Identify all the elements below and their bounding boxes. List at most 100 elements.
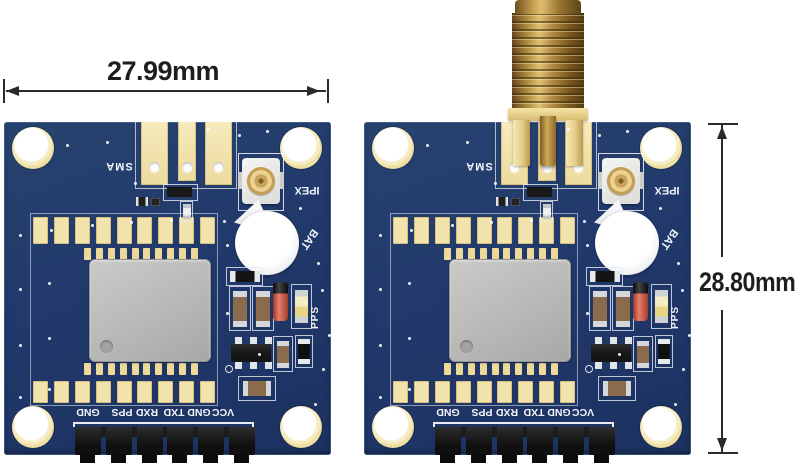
mounting-hole [12, 127, 54, 169]
gold-pad [137, 381, 153, 403]
pps-led [655, 290, 668, 323]
ipex-coax-ring [247, 167, 275, 195]
module-pad-row-bottom [33, 381, 215, 403]
chip-resistor [658, 339, 670, 364]
silkscreen-dot [674, 403, 677, 406]
castellation-pad [167, 363, 175, 375]
silkscreen-dot [91, 224, 94, 227]
silkscreen-dot [314, 403, 317, 406]
sma-solder-pad [205, 122, 232, 185]
silkscreen-dot [586, 244, 589, 247]
transistor-leg [595, 337, 602, 344]
header-connector-base [435, 427, 615, 437]
sma-pad-hole [509, 162, 520, 173]
castellation-pad [527, 248, 535, 260]
mounting-hole [280, 127, 322, 169]
silkscreen-dot [408, 282, 411, 285]
chip-capacitor [183, 204, 191, 219]
dimension-arrow [717, 438, 727, 451]
gold-pad [560, 381, 575, 403]
tantalum-capacitor [637, 341, 649, 368]
castellation-pad [155, 248, 163, 260]
castellation-pad [503, 363, 511, 375]
header-pin [527, 427, 554, 463]
transistor-leg [610, 337, 617, 344]
silkscreen-dot [494, 182, 497, 185]
castellation-pad [143, 363, 151, 375]
gold-pad [179, 381, 195, 403]
dimension-arrow [6, 86, 19, 96]
castellation-pad [107, 248, 115, 260]
antenna-ground-leg [513, 120, 530, 166]
castellation-pad [550, 248, 558, 260]
silkscreen-dot [328, 334, 331, 337]
castellation-pad [444, 363, 451, 375]
rf-shield-can [449, 259, 571, 362]
gold-pad [200, 217, 215, 244]
gold-pad [158, 217, 174, 244]
chip-capacitor [522, 199, 537, 208]
silkscreen-dot [618, 353, 621, 356]
pcb-board-ipex-version: SMA IPEX BAT PPS GND PPS RXD TXD GND VCC [4, 122, 331, 463]
gold-pad [497, 217, 513, 244]
header-pin [465, 427, 492, 463]
height-dimension-line [721, 125, 723, 257]
silkscreen-dot [106, 141, 109, 144]
silkscreen-dot [48, 388, 51, 391]
antenna-threaded-barrel [512, 13, 584, 109]
pin-label: RXD [495, 406, 519, 418]
sma-pad-hole [182, 162, 193, 173]
gold-pad [137, 217, 153, 244]
sma-solder-pad [141, 122, 168, 185]
transistor-leg [610, 362, 617, 369]
transistor-leg [250, 362, 257, 369]
tantalum-capacitor [243, 381, 271, 396]
castellation-pad [179, 363, 186, 375]
pps-silkscreen-label: PPS [310, 305, 321, 329]
castellation-pad [539, 248, 546, 260]
castellation-pad [167, 248, 175, 260]
component-outline [586, 267, 623, 286]
header-silkscreen-bracket [433, 422, 614, 427]
castellation-pad [95, 363, 103, 375]
height-dimension-label: 28.80mm [699, 267, 796, 297]
castellation-pad [479, 363, 487, 375]
gold-pad [434, 381, 450, 403]
gold-pad [476, 217, 492, 244]
gold-pad [393, 217, 408, 244]
chip-component [511, 198, 520, 206]
transistor-leg [265, 362, 272, 369]
silkscreen-dot [583, 220, 586, 223]
silkscreen-dot [408, 388, 411, 391]
castellation-pad [84, 248, 91, 260]
gold-pad [95, 217, 111, 244]
header-connector [435, 427, 615, 463]
silkscreen-dot [134, 182, 137, 185]
tantalum-capacitor [593, 291, 607, 327]
rf-shield-can [89, 259, 211, 362]
dimension-tick [3, 79, 5, 103]
gold-pad [95, 381, 111, 403]
transistor-leg [625, 362, 632, 369]
red-capacitor [273, 282, 288, 321]
gold-pad [393, 381, 408, 403]
header-pin [496, 427, 523, 463]
tantalum-capacitor [233, 291, 247, 327]
gold-pad [116, 381, 132, 403]
antenna-center-pin [540, 116, 556, 166]
sma-pad-hole [213, 162, 224, 173]
pps-silkscreen-label: PPS [670, 305, 681, 329]
pin-label: VCC [571, 406, 595, 418]
castellation-pad [155, 363, 163, 375]
silkscreen-dot [19, 288, 22, 291]
component-outline [229, 286, 251, 331]
silkscreen-dot [48, 282, 51, 285]
tantalum-capacitor [616, 291, 630, 327]
silkscreen-dot [408, 337, 411, 340]
component-outline [226, 267, 263, 286]
castellation-pad [503, 248, 511, 260]
ipex-silkscreen-label: IPEX [294, 184, 320, 196]
silkscreen-dot [130, 221, 133, 224]
silkscreen-dot [567, 128, 570, 131]
antenna-top-cap [515, 0, 581, 14]
